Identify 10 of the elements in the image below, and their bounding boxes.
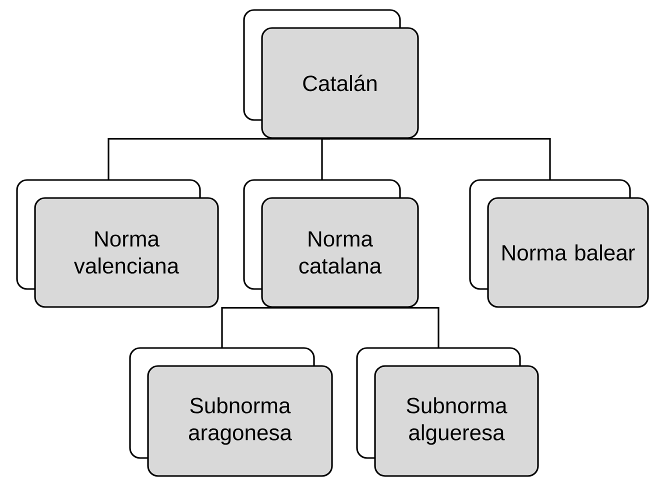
stacked-box: Subnorma aragonesa	[129, 347, 333, 477]
stacked-box: Norma valenciana	[16, 179, 219, 308]
stacked-box: Catalán	[243, 9, 419, 139]
connector-line	[221, 307, 330, 348]
stacked-box: Norma catalana	[243, 179, 419, 308]
stacked-box: Subnorma algueresa	[356, 347, 539, 477]
connector-line	[330, 138, 551, 180]
stacked-box: Norma balear	[469, 179, 649, 308]
connector-line	[330, 307, 440, 348]
connector-line	[321, 138, 330, 180]
